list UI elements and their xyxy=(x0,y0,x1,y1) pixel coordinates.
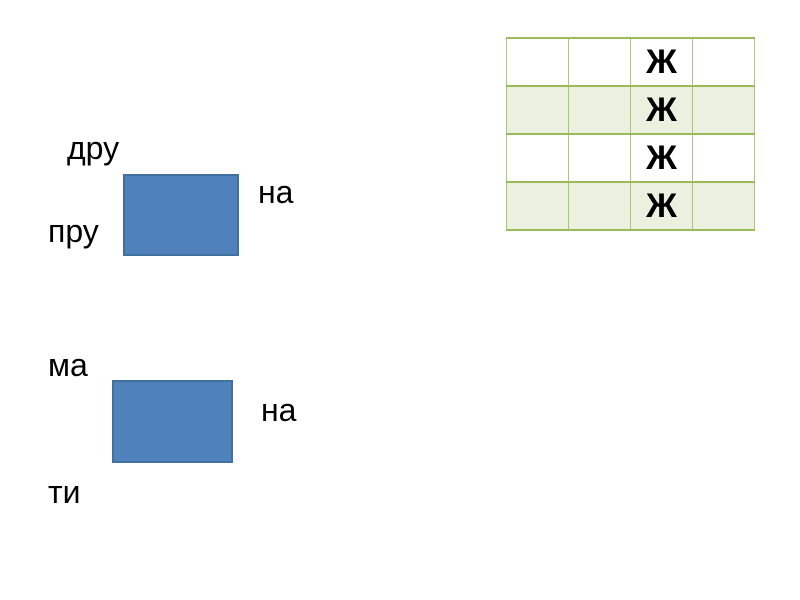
letters-table: Ж Ж Ж Ж xyxy=(506,37,755,231)
table-cell-letter: Ж xyxy=(630,133,693,183)
table-row: Ж xyxy=(506,181,755,231)
syllable-na-2: на xyxy=(261,392,297,428)
table-cell-letter: Ж xyxy=(630,181,693,231)
table-cell xyxy=(506,181,569,231)
hidden-syllable-rectangle-1 xyxy=(123,174,239,256)
table-row: Ж xyxy=(506,37,755,87)
syllable-na-1: на xyxy=(258,174,294,210)
table-cell xyxy=(568,181,631,231)
syllable-ma: ма xyxy=(48,347,88,383)
table-cell xyxy=(506,133,569,183)
table-cell-letter: Ж xyxy=(630,85,693,135)
syllable-pru: пру xyxy=(48,213,99,249)
table-cell xyxy=(506,85,569,135)
table-cell xyxy=(692,133,755,183)
table-cell xyxy=(568,85,631,135)
syllable-ti: ти xyxy=(48,474,81,510)
table-cell xyxy=(692,181,755,231)
table-cell-letter: Ж xyxy=(630,37,693,87)
table-cell xyxy=(568,37,631,87)
table-cell xyxy=(692,37,755,87)
table-cell xyxy=(506,37,569,87)
table-row: Ж xyxy=(506,85,755,135)
table-cell xyxy=(692,85,755,135)
table-cell xyxy=(568,133,631,183)
table-row: Ж xyxy=(506,133,755,183)
syllable-dru: дру xyxy=(67,130,120,166)
hidden-syllable-rectangle-2 xyxy=(112,380,233,463)
